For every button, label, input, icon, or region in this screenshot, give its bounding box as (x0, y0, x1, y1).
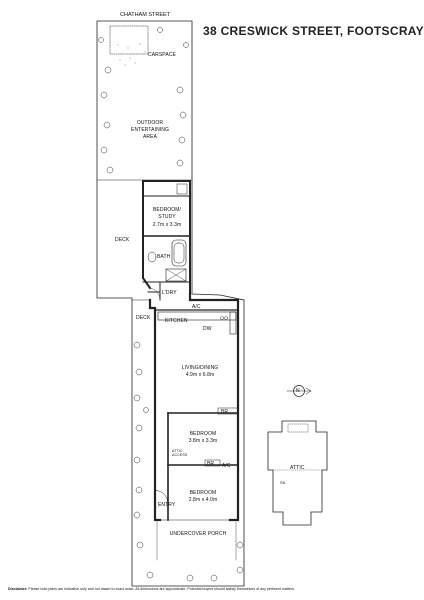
landscape-dots (117, 43, 146, 66)
label-outdoor-line3: AREA (142, 134, 158, 140)
label-outdoor-line1: OUTDOOR (136, 120, 164, 126)
compass-north-label: N (296, 388, 300, 394)
toilet (147, 251, 157, 263)
upper-wing-walls (142, 180, 191, 293)
carspace-box (109, 25, 149, 55)
label-bedroom-study-dims: 2.7m x 3.3m (152, 222, 182, 228)
label-undercover-porch: UNDERCOVER PORCH (169, 531, 227, 537)
label-bedroom2-dims: 3.8m x 3.3m (188, 438, 218, 444)
label-deck-lower: DECK (136, 315, 151, 321)
label-dishwasher: DW (203, 326, 212, 332)
label-laundry: L'DRY (162, 290, 177, 296)
north-compass (286, 385, 312, 397)
attic-outline (267, 420, 328, 526)
landscape-shrubs (98, 27, 244, 582)
label-br-lower: BR (207, 461, 215, 467)
lot-boundary (96, 20, 245, 587)
page-title: 38 CRESWICK STREET, FOOTSCRAY (203, 24, 424, 38)
shower (165, 268, 187, 282)
label-entry: ENTRY (158, 502, 176, 508)
label-attic: ATTIC (290, 465, 305, 471)
disclaimer-heading: Disclaimer: (8, 587, 28, 591)
disclaimer-text: Please note plans are indicative only an… (27, 587, 295, 591)
disclaimer: Disclaimer: Please note plans are indica… (8, 587, 418, 591)
label-ac-bedroom: A/C (222, 463, 231, 469)
label-bedroom2: BEDROOM (189, 431, 217, 437)
label-living-dining: LIVING/DINING (181, 365, 219, 371)
label-attic-access-line1: ATTIC (172, 449, 183, 453)
bathtub (171, 239, 187, 267)
label-attic-access-line2: ACCESS (172, 453, 188, 457)
label-ac-kitchen: A/C (192, 304, 201, 310)
label-bedroom1: BEDROOM (189, 490, 217, 496)
label-bedroom1-dims: 2.8m x 4.0m (188, 497, 218, 503)
label-br-upper: BR (221, 409, 229, 415)
label-living-dining-dims: 4.9m x 6.8m (185, 372, 215, 378)
label-carspace: CARSPACE (148, 52, 176, 58)
label-bedroom-study-line2: STUDY (158, 214, 176, 220)
label-skylight: SK (280, 480, 286, 485)
label-bedroom-study-line1: BEDROOM/ (152, 207, 182, 213)
label-deck-upper: DECK (115, 237, 130, 243)
label-bath: BATH (157, 254, 171, 260)
main-house-walls (148, 292, 240, 522)
label-outdoor-line2: ENTERTAINING (131, 127, 169, 133)
street-label-chatham: CHATHAM STREET (120, 12, 171, 18)
label-kitchen: KITCHEN (165, 318, 188, 324)
